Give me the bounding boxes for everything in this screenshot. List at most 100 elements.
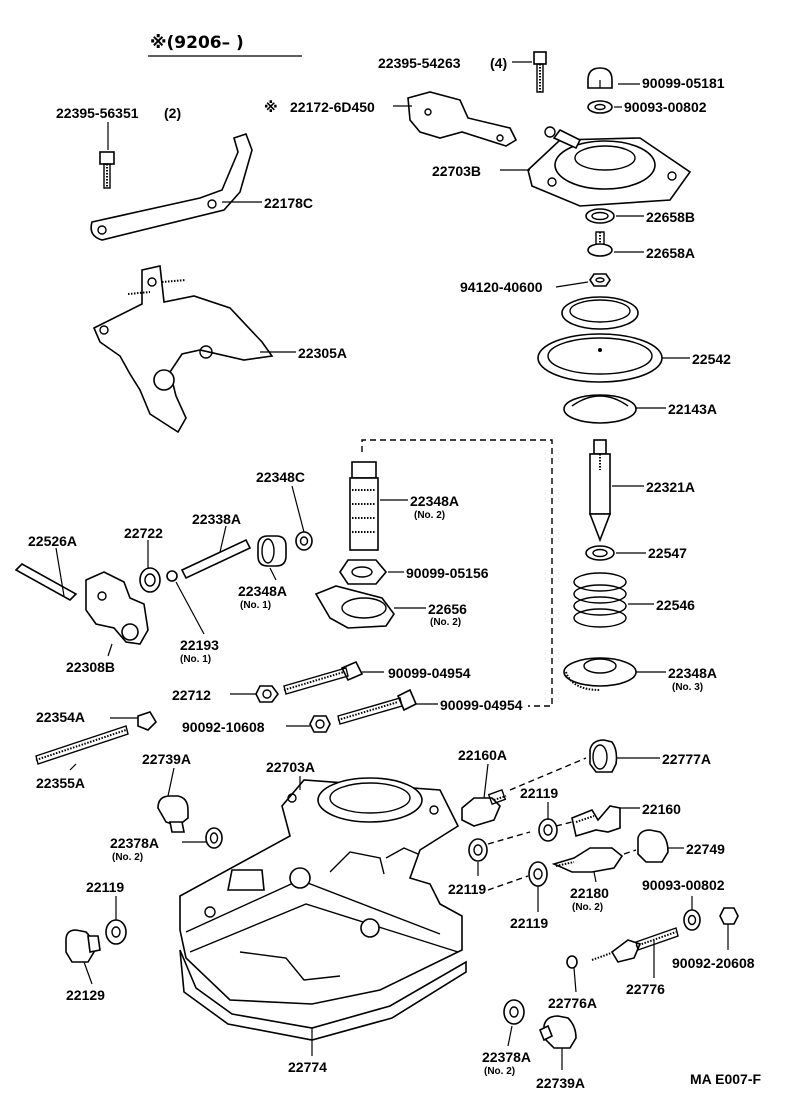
- plate-22143A-drawing: [563, 394, 637, 424]
- label-22749: 22749: [686, 841, 725, 857]
- label-22712: 22712: [172, 687, 211, 703]
- cap-22777A-drawing: [589, 739, 618, 773]
- plug-22749-drawing: [637, 829, 669, 863]
- bracket-22656-drawing: [314, 585, 395, 629]
- washer-90093-00802-top-drawing: [587, 100, 613, 114]
- label-22321A: 22321A: [646, 479, 695, 495]
- label-22395-56351: 22395-56351: [56, 105, 139, 121]
- screw-90099-04954-a-drawing: [283, 660, 364, 695]
- label-22160: 22160: [642, 801, 681, 817]
- nut-90092-10608-drawing: [309, 715, 331, 733]
- date-range-header: ※(9206– ): [150, 33, 244, 53]
- label-22656: 22656: [428, 601, 467, 617]
- label-22658A: 22658A: [646, 245, 695, 261]
- washer-22119-b-drawing: [468, 838, 488, 862]
- label-22338A: 22338A: [192, 511, 241, 527]
- label-22722: 22722: [124, 525, 163, 541]
- label-22546: 22546: [656, 597, 695, 613]
- plate-upper-drawing: [561, 296, 639, 330]
- bracket-22172-drawing: [407, 91, 518, 147]
- washer-22119-d-drawing: [105, 919, 127, 945]
- label-22774: 22774: [288, 1059, 327, 1075]
- label-22703A: 22703A: [266, 759, 315, 775]
- body-22703A-drawing: [179, 777, 463, 1005]
- label-22395-54263: 22395-54263: [378, 55, 461, 71]
- nut-22712-drawing: [255, 685, 279, 703]
- note-22656: (No. 2): [430, 617, 461, 628]
- worm-22348A-no2-drawing: [349, 461, 379, 551]
- diaphragm-22542-drawing: [537, 333, 663, 383]
- fitting-22160A-drawing: [461, 789, 507, 827]
- label-22193: 22193: [180, 637, 219, 653]
- cap-nut-90099-05181-drawing: [587, 67, 613, 89]
- lever-22308B-drawing: [85, 571, 149, 645]
- label-22776: 22776: [626, 981, 665, 997]
- label-90092-10608: 90092-10608: [182, 719, 265, 735]
- label-22354A: 22354A: [36, 709, 85, 725]
- label-22348A-no3: 22348A: [668, 665, 717, 681]
- label-22739A-top: 22739A: [142, 751, 191, 767]
- cap-22354A-drawing: [137, 711, 158, 731]
- ring-22658B-drawing: [585, 208, 615, 224]
- washer-90093-00802-bot-drawing: [683, 909, 701, 931]
- label-22348A-no1: 22348A: [238, 583, 287, 599]
- leader-lines: [55, 61, 729, 1070]
- note-22348A-no3: (No. 3): [672, 682, 703, 693]
- note-22378A-top: (No. 2): [112, 852, 143, 863]
- gasket-22378A-top-drawing: [205, 827, 223, 849]
- label-90093-00802-bot: 90093-00802: [642, 877, 725, 893]
- clip-22193-drawing: [166, 570, 178, 582]
- assembly-dashed-outline: [361, 439, 553, 707]
- nut-90092-20608-drawing: [719, 907, 739, 925]
- label-22703B: 22703B: [432, 163, 481, 179]
- screw-22658A-drawing: [587, 231, 613, 257]
- label-22308B: 22308B: [66, 659, 115, 675]
- label-90099-05181: 90099-05181: [642, 75, 725, 91]
- washer-22348C-drawing: [295, 531, 313, 551]
- label-22119-a: 22119: [520, 785, 558, 801]
- ring-22776A-drawing: [566, 955, 578, 969]
- shaft-22338A-drawing: [180, 538, 252, 580]
- label-22143A: 22143A: [668, 401, 717, 417]
- label-22526A: 22526A: [28, 533, 77, 549]
- washer-22547-drawing: [585, 545, 615, 561]
- label-22172-6D450: 22172-6D450: [290, 99, 375, 115]
- bushing-22348A-no1-drawing: [257, 535, 287, 567]
- label-90099-05156: 90099-05156: [406, 565, 489, 581]
- note-22378A-bot: (No. 2): [484, 1066, 515, 1077]
- label-22658B: 22658B: [646, 209, 695, 225]
- gasket-22378A-bot-drawing: [503, 999, 525, 1025]
- label-22378A-top: 22378A: [110, 835, 159, 851]
- label-22547: 22547: [648, 545, 687, 561]
- label-22776A: 22776A: [548, 995, 597, 1011]
- screw-22776-drawing: [591, 927, 679, 963]
- qty-22395-56351: (2): [164, 105, 181, 121]
- plug-22739A-bot-drawing: [538, 1015, 577, 1049]
- label-90099-04954-b: 90099-04954: [440, 697, 523, 713]
- label-22348C: 22348C: [256, 469, 305, 485]
- spring-22355A-drawing: [35, 729, 127, 761]
- label-22348A-no2: 22348A: [410, 493, 459, 509]
- label-22355A: 22355A: [36, 775, 85, 791]
- spring-22546-drawing: [573, 572, 627, 628]
- screw-90099-04954-b-drawing: [337, 688, 418, 725]
- label-22739A-bot: 22739A: [536, 1075, 585, 1091]
- cover-22703B-drawing: [527, 126, 692, 207]
- nut-90099-05156-drawing: [339, 559, 388, 585]
- qty-22395-54263: (4): [490, 55, 507, 71]
- label-22777A: 22777A: [662, 751, 711, 767]
- label-90092-20608: 90092-20608: [672, 955, 755, 971]
- nut-94120-drawing: [589, 273, 611, 287]
- plug-22129-drawing: [65, 929, 101, 963]
- note-22348A-no1: (No. 1): [240, 600, 271, 611]
- gasket-22774-drawing: [179, 949, 467, 1041]
- washer-22119-a-drawing: [538, 818, 558, 842]
- label-22160A: 22160A: [458, 747, 507, 763]
- collar-22722-drawing: [139, 567, 161, 593]
- label-22542: 22542: [692, 351, 731, 367]
- bracket-22305A-drawing: [92, 265, 274, 434]
- pin-22526A-drawing: [14, 563, 78, 601]
- gear-22348A-no3-drawing: [563, 657, 637, 691]
- label-22119-b: 22119: [448, 881, 486, 897]
